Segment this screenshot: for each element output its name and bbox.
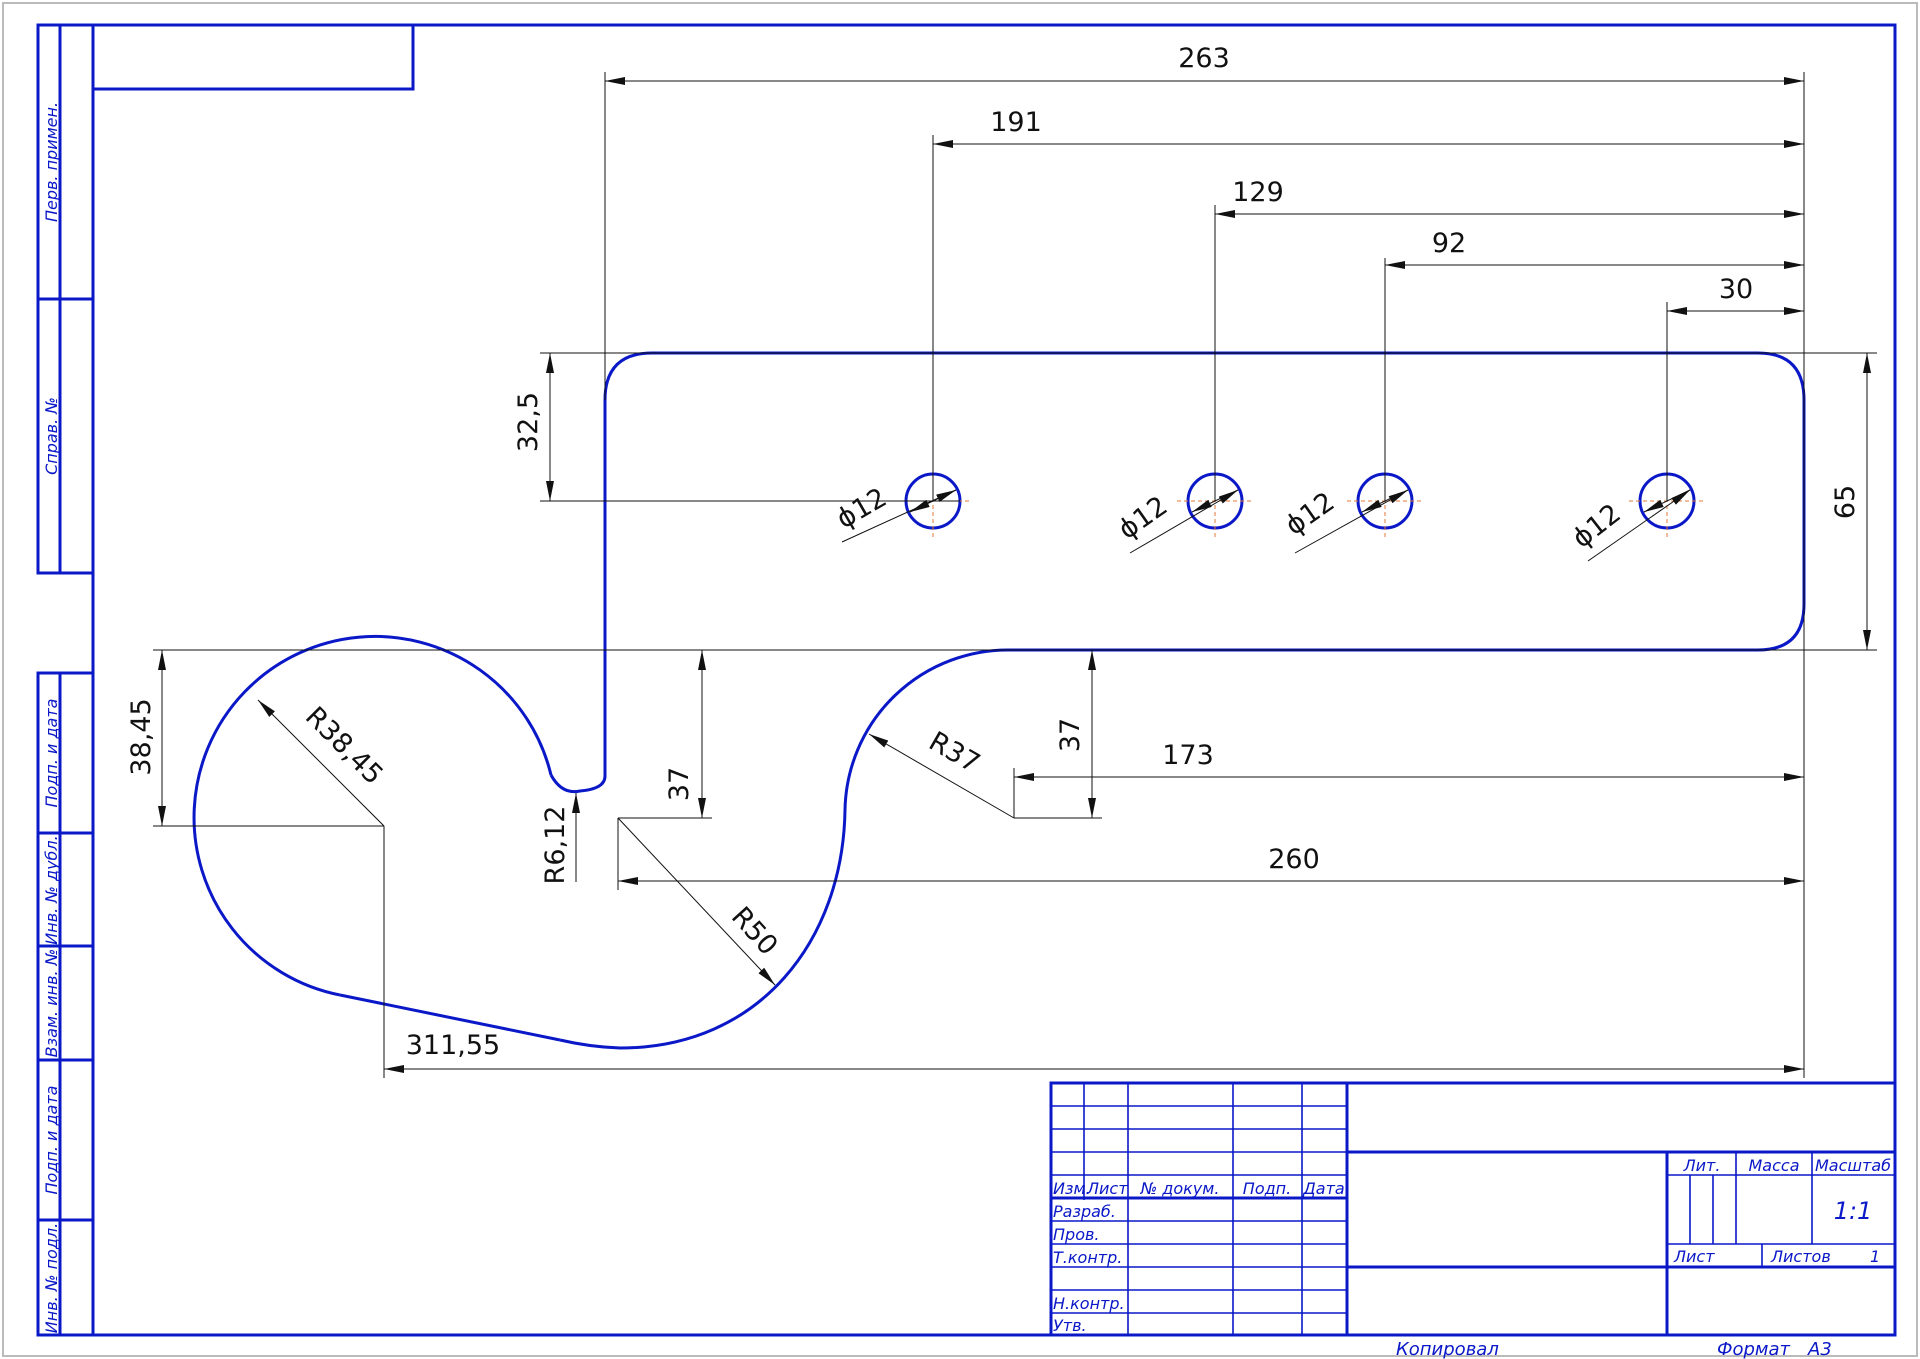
dim-text-38-45: 38,45 [126,698,157,775]
tb-scale-value: 1:1 [1834,1197,1873,1225]
leader-r38-45 [257,699,385,827]
tb-list: Лист [1086,1179,1128,1198]
leader-r50 [617,817,776,986]
dim-text-30: 30 [1719,274,1753,305]
side-label-inv-podl: Инв. № подл. [42,1223,61,1333]
dim-text-r50: R50 [725,901,784,961]
leader-hole-4 [1587,489,1691,562]
dim-text-r38-45: R38,45 [299,701,389,791]
side-label-sprav: Справ. № [42,397,61,475]
leader-hole-3 [1294,489,1409,554]
tb-nkontr: Н.контр. [1053,1294,1125,1313]
tb-lit: Лит. [1683,1156,1721,1175]
tb-razrab: Разраб. [1053,1202,1116,1221]
dim-text-hole-2: ϕ12 [1113,490,1174,545]
dim-text-hole-4: ϕ12 [1567,498,1627,555]
drawing-frame [91,23,1897,1337]
leader-hole-2 [1129,489,1239,554]
footer-format-value: А3 [1807,1339,1832,1359]
tb-massa: Масса [1748,1156,1799,1175]
side-columns [36,23,95,1337]
dim-text-263: 263 [1178,43,1230,74]
top-left-stamp [91,23,415,91]
tb-sheets: Листов [1770,1247,1831,1266]
side-label-podp-data-1: Подп. и дата [42,699,61,808]
dim-text-173: 173 [1162,740,1214,771]
tb-utv: Утв. [1053,1316,1087,1335]
tb-masshtab: Масштаб [1815,1156,1891,1175]
dim-text-32-5: 32,5 [513,392,544,452]
part-outline [192,351,1806,1050]
leader-hole-2b [1191,489,1239,513]
dim-text-92: 92 [1432,228,1466,259]
tb-prov: Пров. [1053,1225,1100,1244]
leader-hole-4b [1643,489,1691,513]
side-label-perv-primen: Перв. примен. [42,102,61,222]
tb-doc-no: № докум. [1140,1179,1220,1198]
leader-hole-1b [909,489,957,513]
tb-sheets-value: 1 [1870,1247,1880,1266]
tb-podp: Подп. [1243,1179,1291,1198]
dim-text-hole-1: ϕ12 [831,482,892,535]
footer-format-label: Формат [1717,1339,1791,1359]
side-label-inv-dubl: Инв. № дубл. [42,835,61,944]
dim-text-37-left: 37 [664,767,695,801]
tb-tkontr: Т.контр. [1053,1248,1122,1267]
dim-text-65: 65 [1830,485,1861,519]
dim-text-r6-12: R6,12 [540,806,571,885]
dim-text-260: 260 [1268,844,1320,875]
dim-text-191: 191 [990,107,1042,138]
side-label-podp-data-2: Подп. и дата [42,1086,61,1195]
leader-r37 [868,733,1015,819]
extension-lines [153,72,1877,1078]
tb-izm: Изм. [1053,1179,1091,1198]
leader-hole-3b [1361,489,1409,513]
dim-text-311-55: 311,55 [406,1030,500,1061]
tb-data: Дата [1302,1179,1344,1198]
tb-sheet: Лист [1673,1247,1715,1266]
dim-text-hole-3: ϕ12 [1280,486,1341,541]
dim-text-129: 129 [1232,177,1284,208]
side-label-vzam-inv: Взам. инв. № [42,949,61,1058]
dim-text-37-right: 37 [1055,718,1086,752]
footer-copied: Копировал [1396,1339,1499,1359]
title-block [1049,1081,1897,1337]
